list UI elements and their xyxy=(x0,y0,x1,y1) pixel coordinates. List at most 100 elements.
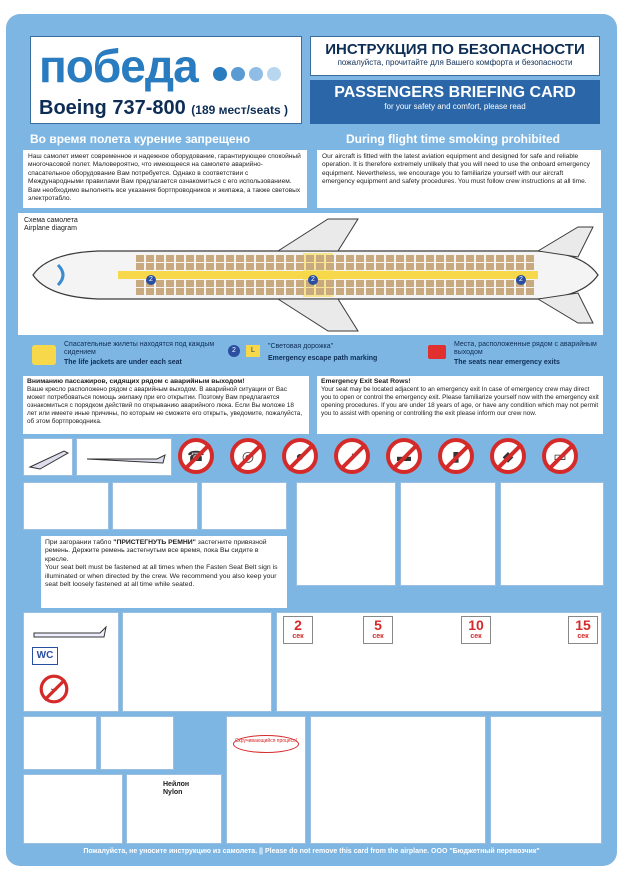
no-mobile-phone-icon: ▮ xyxy=(438,438,474,474)
exit-warning-en: Emergency Exit Seat Rows! Your seat may … xyxy=(317,376,603,434)
illustration-belt-fasten xyxy=(23,482,109,530)
logo-dot xyxy=(249,67,263,81)
exit-marker-2: 2 xyxy=(308,275,318,285)
legend-exit-ru: Места, расположенные рядом с аварийным в… xyxy=(454,341,597,356)
illustration-slide: Скручивающийся процесс! xyxy=(226,716,306,844)
seat-count: (189 мест/seats ) xyxy=(191,103,288,117)
illustration-lavatory: WC ⌁ xyxy=(23,612,119,712)
intro-ru: Наш самолет имеет современное и надежное… xyxy=(23,150,307,208)
exit-warning-ru-title: Вниманию пассажиров, сидящих рядом с ава… xyxy=(27,378,245,385)
illustration-no-heels xyxy=(23,774,123,844)
no-laptop-icon: ▭ xyxy=(542,438,578,474)
legend-path-ru: "Световая дорожка" xyxy=(268,343,334,350)
no-smoking-lavatory-icon: ⌁ xyxy=(39,674,69,704)
life-vest-icon xyxy=(32,345,56,365)
illustration-takeoff xyxy=(23,438,73,476)
exit-warning-en-title: Emergency Exit Seat Rows! xyxy=(321,378,411,385)
illustration-seated-passenger xyxy=(500,482,604,586)
airplane-takeoff-icon xyxy=(28,450,70,470)
legend-vest-ru: Спасательные жилеты находятся под каждым… xyxy=(64,341,215,356)
airplane-diagram: Схема самолета Airplane diagram 2 2 2 xyxy=(18,213,603,335)
illustration-nylon-stockings: Нейлон Nylon xyxy=(126,774,222,844)
seat-map xyxy=(136,255,536,295)
wc-sign: WC xyxy=(32,647,58,665)
timer-value: 5 xyxy=(374,617,382,633)
title-ru: ИНСТРУКЦИЯ ПО БЕЗОПАСНОСТИ xyxy=(325,41,585,58)
legend-escape-path: 2 L "Световая дорожка" Emergency escape … xyxy=(228,341,418,371)
no-toy-car-icon: ▬ xyxy=(386,438,422,474)
logo-dot xyxy=(267,67,281,81)
header: победа Boeing 737-800 (189 мест/seats ) … xyxy=(30,36,600,124)
timer-unit: сек xyxy=(470,633,482,640)
slide-sign: Скручивающийся процесс! xyxy=(233,735,299,753)
illustration-brace-position xyxy=(310,716,486,844)
illustration-overhead-bin xyxy=(296,482,396,586)
footer-note: Пожалуйста, не уносите инструкцию из сам… xyxy=(83,848,540,855)
model-name: Boeing 737-800 xyxy=(39,97,186,119)
aircraft-model: Boeing 737-800 (189 мест/seats ) xyxy=(39,97,288,120)
smoking-en: During flight time smoking prohibited xyxy=(346,132,560,146)
airplane-landing-icon xyxy=(86,454,166,464)
legend-exit-en: The seats near emergency exits xyxy=(454,359,560,366)
illustration-landing xyxy=(76,438,172,476)
timer-unit: сек xyxy=(577,633,589,640)
diagram-label-ru: Схема самолета xyxy=(24,217,78,224)
airplane-side-icon xyxy=(33,625,107,638)
subtitle-ru: пожалуйста, прочитайте для Вашего комфор… xyxy=(337,58,573,67)
nylon-label-ru: Нейлон xyxy=(163,781,190,788)
illustration-oxygen-steps xyxy=(276,612,602,712)
illustration-child-brace xyxy=(490,716,602,844)
timer-value: 15 xyxy=(575,617,591,633)
exit-warning-en-body: Your seat may be located adjacent to an … xyxy=(321,386,599,417)
illustration-oxygen-masks-drop xyxy=(122,612,272,712)
exit-marker-1: 2 xyxy=(146,275,156,285)
path-letter-icon: L xyxy=(246,345,260,357)
seatbelt-sign-label: "ПРИСТЕГНУТЬ РЕМНИ" xyxy=(113,539,196,546)
timer-value: 10 xyxy=(468,617,484,633)
legend-exit-seats: Места, расположенные рядом с аварийным в… xyxy=(428,341,608,371)
illustration-belt-release xyxy=(201,482,287,530)
no-camera-icon: ◎ xyxy=(230,438,266,474)
illustration-seat-back xyxy=(400,482,496,586)
exit-path-badge: 2 xyxy=(228,345,240,357)
exit-warning-ru: Вниманию пассажиров, сидящих рядом с ава… xyxy=(23,376,309,434)
timer-unit: сек xyxy=(292,633,304,640)
intro-en: Our aircraft is fitted with the latest a… xyxy=(317,150,601,208)
nylon-label-en: Nylon xyxy=(163,789,183,796)
no-music-player-icon: ♪ xyxy=(334,438,370,474)
seatbelt-note: При загорании табло "ПРИСТЕГНУТЬ РЕМНИ" … xyxy=(41,536,287,608)
illustration-water-landing xyxy=(23,716,97,770)
logo-dot xyxy=(231,67,245,81)
smoking-ru: Во время полета курение запрещено xyxy=(30,132,251,146)
seatbelt-en: Your seat belt must be fastened at all t… xyxy=(45,564,278,589)
legend-life-vest: Спасательные жилеты находятся под каждым… xyxy=(32,341,222,371)
legend-path-en: Emergency escape path marking xyxy=(268,355,378,362)
legend-vest-en: The life jackets are under each seat xyxy=(64,359,182,366)
title-en-box: PASSENGERS BRIEFING CARD for your safety… xyxy=(310,80,600,124)
no-shaver-icon: ◆ xyxy=(490,438,526,474)
title-en: PASSENGERS BRIEFING CARD xyxy=(334,84,576,101)
airline-logo: победа xyxy=(39,40,199,92)
seatbelt-ru-b: застегните привязной ремень. Держите рем… xyxy=(45,539,267,563)
exit-marker-3: 2 xyxy=(516,275,526,285)
diagram-label-en: Airplane diagram xyxy=(24,225,77,232)
illustration-belt-tighten xyxy=(112,482,198,530)
subtitle-en: for your safety and comfort, please read xyxy=(384,102,526,111)
logo-dots xyxy=(213,67,285,86)
no-phone-icon: ☎ xyxy=(178,438,214,474)
logo-box: победа Boeing 737-800 (189 мест/seats ) xyxy=(30,36,302,124)
briefing-card: победа Boeing 737-800 (189 мест/seats ) … xyxy=(6,14,617,866)
title-ru-box: ИНСТРУКЦИЯ ПО БЕЗОПАСНОСТИ пожалуйста, п… xyxy=(310,36,600,76)
exit-seat-icon xyxy=(428,345,446,359)
logo-dot xyxy=(213,67,227,81)
timer-value: 2 xyxy=(294,617,302,633)
timer-unit: сек xyxy=(372,633,384,640)
no-hairdryer-icon: ● xyxy=(282,438,318,474)
seatbelt-ru-a: При загорании табло xyxy=(45,539,114,546)
diagram-label: Схема самолета Airplane diagram xyxy=(24,217,78,233)
exit-warning-ru-body: Ваше кресло расположено рядом с аварийны… xyxy=(27,386,303,425)
